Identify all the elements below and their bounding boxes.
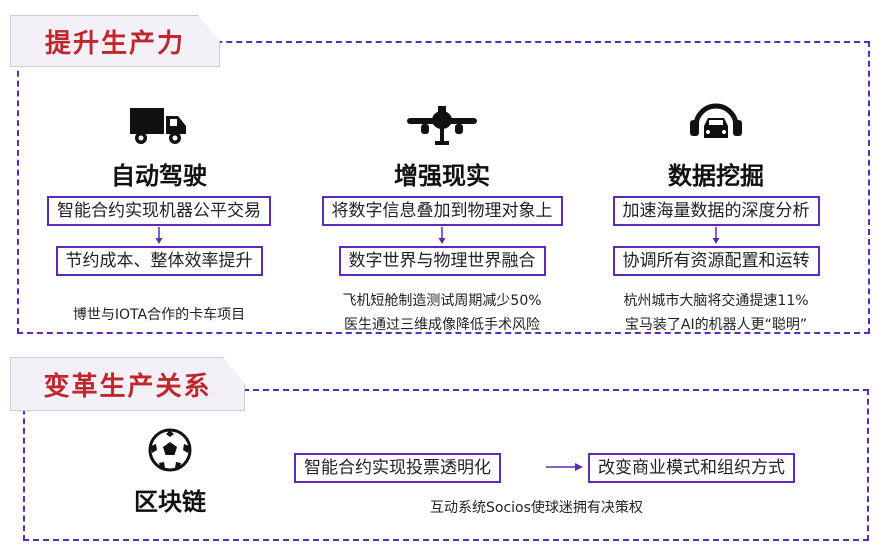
section-productivity-title: 提升生产力	[44, 28, 185, 59]
autonomous-driving-box-2: 节约成本、整体效率提升	[55, 246, 263, 276]
voting-transparency-box: 智能合约实现投票透明化	[294, 453, 501, 483]
section-productivity-tab: 提升生产力	[10, 15, 220, 67]
blockchain-block: 区块链	[110, 428, 230, 517]
data-mining-note-1: 杭州城市大脑将交通提速11%	[623, 293, 809, 309]
business-model-box: 改变商业模式和组织方式	[588, 453, 795, 483]
section-relations-title: 变革生产关系	[43, 371, 212, 402]
smart-car-icon	[587, 88, 845, 146]
augmented-reality-note-1: 飞机短舱制造测试周期减少50%	[342, 293, 542, 309]
airplane-icon	[313, 88, 571, 146]
data-mining-box-2: 协调所有资源配置和运转	[612, 246, 820, 276]
arrow-right-icon	[545, 458, 585, 477]
blockchain-title: 区块链	[134, 488, 206, 516]
column-autonomous-driving: 自动驾驶 智能合约实现机器公平交易 节约成本、整体效率提升 博世与IOTA合作的…	[30, 88, 288, 326]
autonomous-driving-box-1: 智能合约实现机器公平交易	[47, 196, 271, 226]
section-productivity-frame	[17, 41, 870, 334]
column-augmented-reality: 增强现实 将数字信息叠加到物理对象上 数字世界与物理世界融合 飞机短舱制造测试周…	[313, 88, 571, 336]
section-relations-tab: 变革生产关系	[10, 357, 245, 411]
arrow-down-icon	[313, 226, 571, 246]
data-mining-note-2: 宝马装了AI的机器人更“聪明”	[624, 317, 808, 333]
autonomous-driving-title: 自动驾驶	[111, 162, 207, 190]
soccer-ball-icon	[110, 428, 230, 472]
column-data-mining: 数据挖掘 加速海量数据的深度分析 协调所有资源配置和运转 杭州城市大脑将交通提速…	[587, 88, 845, 336]
augmented-reality-box-2: 数字世界与物理世界融合	[338, 246, 546, 276]
socios-note: 互动系统Socios使球迷拥有决策权	[430, 500, 643, 516]
truck-icon	[30, 88, 288, 146]
arrow-down-icon	[587, 226, 845, 246]
arrow-down-icon	[30, 226, 288, 246]
autonomous-driving-note-1: 博世与IOTA合作的卡车项目	[72, 307, 246, 323]
augmented-reality-title: 增强现实	[394, 162, 490, 190]
augmented-reality-note-2: 医生通过三维成像降低手术风险	[344, 317, 540, 333]
data-mining-title: 数据挖掘	[668, 162, 764, 190]
section-relations-frame	[23, 389, 869, 541]
data-mining-box-1: 加速海量数据的深度分析	[612, 196, 820, 226]
augmented-reality-box-1: 将数字信息叠加到物理对象上	[321, 196, 563, 226]
